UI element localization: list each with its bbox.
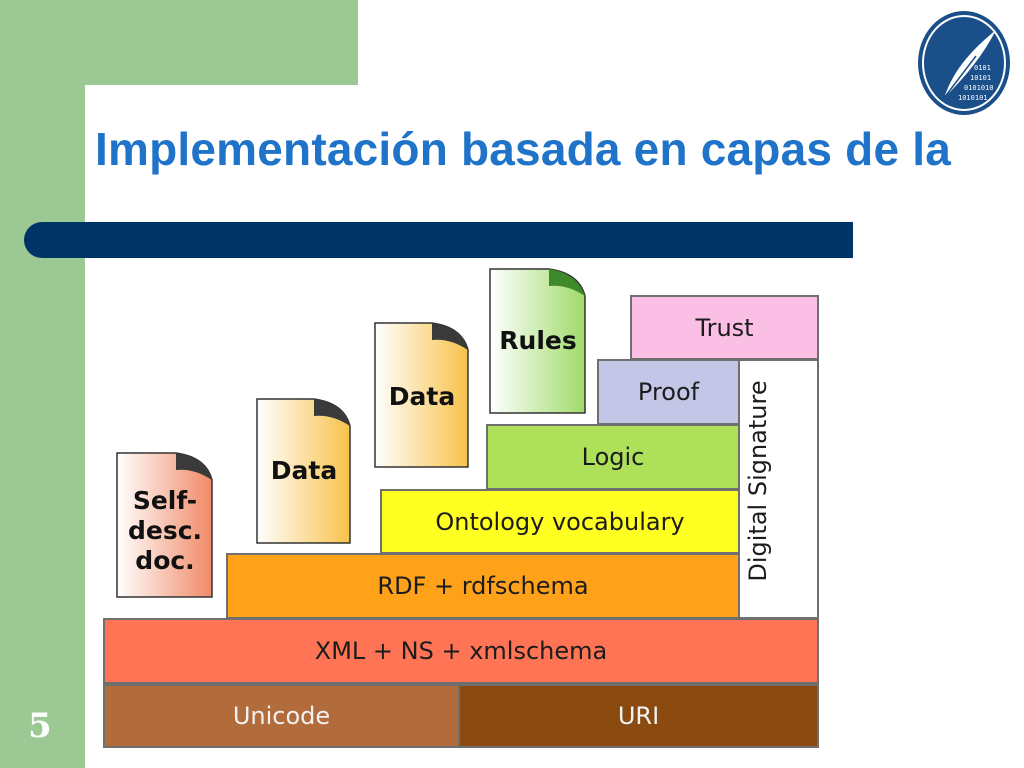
doc-label: Data [388, 382, 456, 411]
slide-number: 5 [28, 706, 52, 746]
document-icon [256, 398, 351, 544]
svg-text:1010101: 1010101 [958, 94, 988, 102]
university-logo-icon: 0101 10101 0101010 1010101 [918, 11, 1010, 115]
layer-digital-signature-label: Digital Signature [744, 380, 772, 582]
layer-digital-signature [738, 359, 819, 619]
slide-title: Implementación basada en capas de la [95, 123, 951, 175]
layer-ontology: Ontology vocabulary [380, 489, 740, 554]
data-doc-1: Data [256, 398, 352, 544]
data-doc-2: Data [374, 322, 470, 468]
sidebar-green-bar [0, 0, 85, 768]
top-green-bar [85, 0, 358, 85]
title-underline-bar [24, 222, 853, 258]
doc-label-line-2: desc. [127, 516, 203, 545]
doc-label: Rules [499, 326, 577, 355]
svg-text:0101: 0101 [974, 64, 991, 72]
svg-text:10101: 10101 [970, 74, 991, 82]
svg-text:0101010: 0101010 [964, 84, 994, 92]
document-icon [116, 452, 213, 598]
layer-trust: Trust [630, 295, 819, 360]
layer-rdf: RDF + rdfschema [226, 553, 740, 619]
layer-unicode: Unicode [103, 684, 460, 748]
self-desc-doc: Self- desc. doc. [116, 452, 214, 598]
document-icon [489, 268, 586, 414]
rules-doc: Rules [489, 268, 587, 414]
layer-xml: XML + NS + xmlschema [103, 618, 819, 684]
layer-uri: URI [458, 684, 819, 748]
doc-label-line-1: Self- [132, 486, 198, 515]
layer-logic: Logic [486, 424, 740, 490]
doc-label-line-3: doc. [135, 546, 195, 575]
doc-label: Data [270, 456, 338, 485]
content-corner [85, 85, 165, 165]
layer-proof: Proof [597, 359, 740, 425]
document-icon [374, 322, 469, 468]
